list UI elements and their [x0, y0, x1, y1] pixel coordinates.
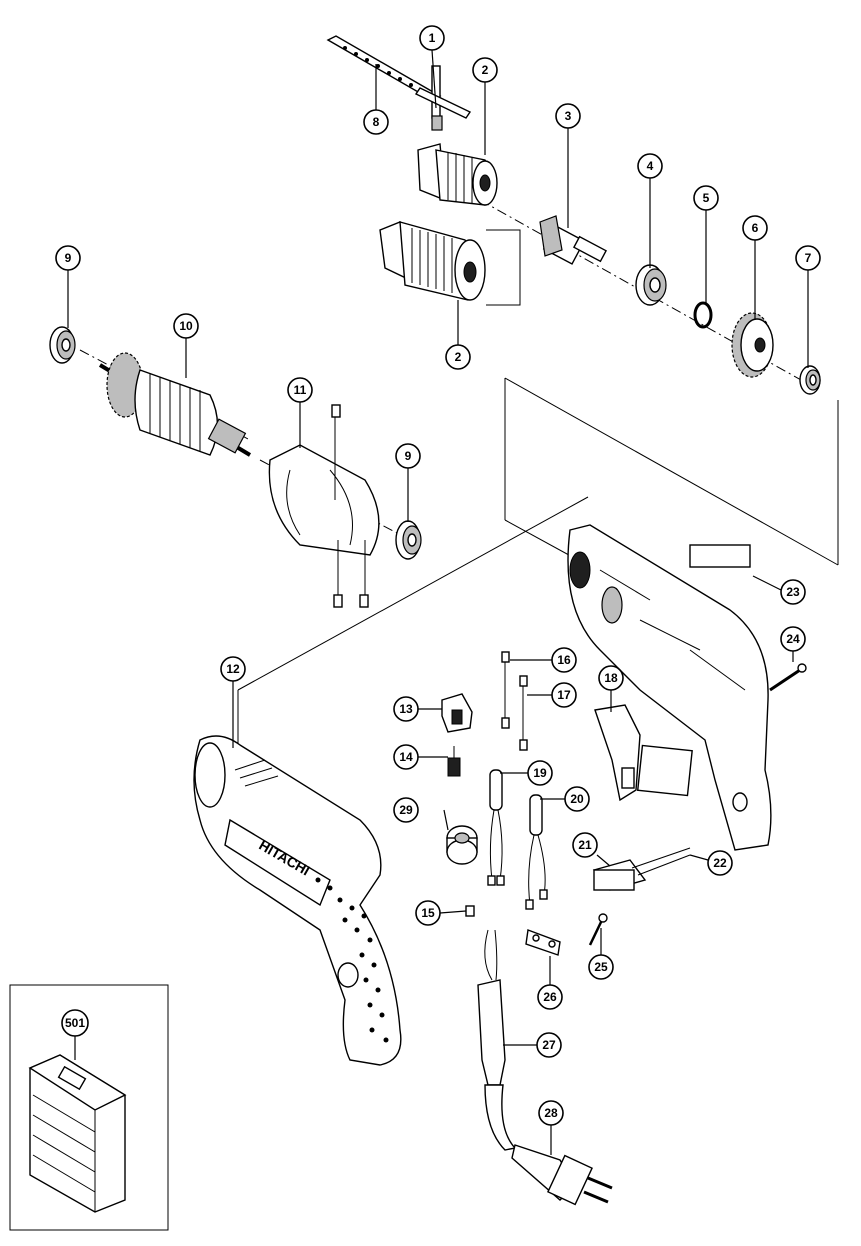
part-23-housing-shell: [567, 524, 772, 851]
svg-text:5: 5: [703, 191, 710, 205]
callout-15: 15: [415, 900, 441, 926]
svg-text:17: 17: [557, 688, 571, 702]
callout-29: 29: [393, 797, 419, 823]
part-18-switch: [594, 704, 693, 802]
part-24-tapping-screw: [769, 663, 807, 692]
part-13-brush-holder: [441, 693, 473, 733]
part-9-ball-bearing-right: [395, 520, 422, 560]
svg-text:12: 12: [226, 662, 240, 676]
callout-18: 18: [598, 665, 624, 691]
part-26-cord-clip: [525, 929, 561, 956]
callout-10: 10: [173, 313, 199, 339]
part-21-capacitor-block: [592, 847, 691, 891]
svg-text:15: 15: [421, 906, 435, 920]
svg-text:19: 19: [533, 766, 547, 780]
callout-2-top: 2: [472, 57, 498, 83]
callout-9-left: 9: [55, 245, 81, 271]
callout-9-right: 9: [395, 443, 421, 469]
part-19-capacitor: [487, 769, 505, 886]
svg-text:16: 16: [557, 653, 571, 667]
part-29-noise-core: [446, 825, 478, 865]
callout-501: 501: [61, 1009, 89, 1037]
svg-text:2: 2: [482, 63, 489, 77]
svg-text:28: 28: [544, 1106, 558, 1120]
part-28-power-plug: [511, 1144, 613, 1206]
callout-14: 14: [393, 744, 419, 770]
svg-text:14: 14: [399, 750, 413, 764]
svg-text:18: 18: [604, 671, 618, 685]
part-2-keyed-chuck: [417, 143, 498, 206]
svg-text:23: 23: [786, 585, 800, 599]
part-11-stator: [268, 404, 380, 608]
part-6-gear: [731, 312, 774, 378]
leader-lines: [67, 49, 809, 1155]
part-15-connector: [465, 905, 475, 917]
part-9-ball-bearing-left: [49, 326, 76, 364]
part-20-capacitor: [525, 794, 548, 910]
callout-8: 8: [363, 109, 389, 135]
svg-text:26: 26: [543, 990, 557, 1004]
part-16-internal-wire: [501, 651, 510, 729]
svg-text:2: 2: [455, 350, 462, 364]
svg-text:501: 501: [65, 1016, 85, 1030]
svg-text:1: 1: [429, 31, 436, 45]
part-10-armature: [98, 352, 252, 457]
svg-text:13: 13: [399, 702, 413, 716]
svg-text:27: 27: [542, 1038, 556, 1052]
svg-text:3: 3: [565, 109, 572, 123]
callout-21: 21: [572, 832, 598, 858]
callout-23: 23: [780, 579, 806, 605]
svg-text:7: 7: [805, 251, 812, 265]
callout-12: 12: [220, 656, 246, 682]
part-25-screw: [588, 913, 608, 946]
callout-4: 4: [637, 153, 663, 179]
assembly-outline-lines: [237, 229, 839, 748]
callout-19: 19: [527, 760, 553, 786]
part-27-cord-armor: [477, 929, 517, 1151]
part-7-ball-bearing: [799, 365, 821, 395]
callout-17: 17: [551, 682, 577, 708]
svg-text:24: 24: [786, 632, 800, 646]
callout-3: 3: [555, 103, 581, 129]
callout-26: 26: [537, 984, 563, 1010]
callout-5: 5: [693, 185, 719, 211]
svg-text:9: 9: [65, 251, 72, 265]
callout-25: 25: [588, 954, 614, 980]
svg-text:9: 9: [405, 449, 412, 463]
part-12-housing-shell: HITACHI: [193, 735, 402, 1066]
svg-text:8: 8: [373, 115, 380, 129]
callout-11: 11: [287, 377, 313, 403]
svg-text:6: 6: [752, 221, 759, 235]
callout-20: 20: [564, 786, 590, 812]
callout-1: 1: [419, 25, 445, 51]
callout-28: 28: [538, 1100, 564, 1126]
case-inset: [9, 984, 169, 1231]
part-14-carbon-brush: [447, 746, 461, 777]
svg-text:10: 10: [179, 319, 193, 333]
svg-text:22: 22: [713, 856, 727, 870]
svg-text:20: 20: [570, 792, 584, 806]
callout-2-bottom: 2: [445, 344, 471, 370]
callout-24: 24: [780, 626, 806, 652]
svg-text:21: 21: [578, 838, 592, 852]
part-5-retaining-ring: [693, 301, 713, 329]
callout-27: 27: [536, 1032, 562, 1058]
callout-16: 16: [551, 647, 577, 673]
svg-text:25: 25: [594, 960, 608, 974]
callout-13: 13: [393, 696, 419, 722]
part-4-ball-bearing: [635, 264, 667, 306]
svg-text:11: 11: [294, 383, 307, 397]
part-1-chuck-key: [414, 65, 472, 131]
part-2-keyless-chuck: [379, 221, 486, 301]
callout-7: 7: [795, 245, 821, 271]
part-17-internal-wire: [519, 675, 528, 751]
callout-22: 22: [707, 850, 733, 876]
svg-text:29: 29: [399, 803, 413, 817]
part-3-spindle: [539, 215, 608, 265]
svg-text:4: 4: [647, 159, 654, 173]
callout-6: 6: [742, 215, 768, 241]
